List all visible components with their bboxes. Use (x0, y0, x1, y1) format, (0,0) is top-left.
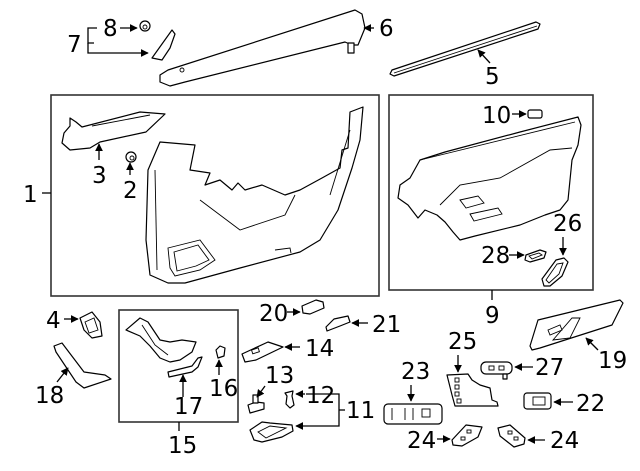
callout-18: 18 (35, 383, 64, 409)
window-switch-part-23[interactable] (383, 403, 443, 425)
callout-11: 11 (346, 398, 375, 424)
callout-24-right: 24 (550, 428, 579, 454)
bezel-part-28[interactable] (524, 249, 547, 263)
callout-5: 5 (485, 64, 500, 90)
cap-part-13[interactable] (247, 394, 265, 414)
callout-7: 7 (67, 32, 82, 58)
garnish-part-18[interactable] (53, 342, 112, 389)
armrest-trim-part-19[interactable] (529, 299, 624, 351)
switch-part-27[interactable] (480, 361, 513, 380)
callout-22: 22 (576, 391, 605, 417)
callout-20: 20 (259, 301, 288, 327)
callout-13: 13 (265, 363, 294, 389)
callout-27: 27 (535, 355, 564, 381)
strip-part-17[interactable] (167, 356, 203, 378)
bracket-part-3[interactable] (61, 111, 166, 151)
trim-part-7[interactable] (151, 29, 176, 61)
callout-labels: 7 8 6 5 1 3 2 10 26 28 9 4 18 17 16 15 2… (23, 16, 627, 459)
callout-17: 17 (174, 394, 203, 420)
callout-9: 9 (485, 303, 500, 329)
callout-10: 10 (482, 103, 511, 129)
clip-part-16[interactable] (215, 345, 226, 359)
clip-part-10[interactable] (527, 109, 543, 119)
bezel-part-14[interactable] (241, 341, 284, 363)
callout-16: 16 (209, 376, 238, 402)
callout-1: 1 (23, 182, 38, 208)
callout-3: 3 (92, 163, 107, 189)
bracket-part-15[interactable] (125, 317, 197, 363)
cover-part-4[interactable] (79, 311, 103, 339)
rear-door-trim-panel[interactable] (397, 116, 582, 241)
switch-part-22[interactable] (523, 392, 552, 410)
weatherstrip-part-5[interactable] (389, 21, 541, 77)
callout-24-left: 24 (407, 428, 436, 454)
callout-8: 8 (103, 16, 118, 42)
callout-15: 15 (168, 433, 197, 459)
callout-23: 23 (401, 359, 430, 385)
seat-switch-part-25[interactable] (446, 373, 499, 407)
clip-part-8[interactable] (139, 20, 151, 32)
callout-21: 21 (372, 312, 401, 338)
callout-4: 4 (46, 308, 61, 334)
callout-28: 28 (481, 243, 510, 269)
push-pin-part-12[interactable] (284, 390, 295, 409)
leader-lines (42, 24, 599, 444)
switch-bezel-part-24-right[interactable] (497, 424, 526, 448)
clip-part-2[interactable] (125, 151, 137, 163)
upper-trim-part-6[interactable] (159, 9, 366, 87)
callout-26: 26 (553, 211, 582, 237)
callout-6: 6 (379, 16, 394, 42)
callout-25: 25 (448, 329, 477, 355)
handle-bezel-part-26[interactable] (541, 257, 569, 287)
lamp-lens-part-20[interactable] (301, 299, 325, 315)
callout-19: 19 (598, 348, 627, 374)
callout-2: 2 (123, 178, 138, 204)
handle-part-11[interactable] (249, 421, 294, 443)
front-door-trim-panel[interactable] (145, 106, 364, 284)
callout-14: 14 (305, 336, 334, 362)
lamp-part-21[interactable] (325, 315, 351, 332)
switch-bezel-part-24-left[interactable] (451, 424, 483, 447)
callout-12: 12 (306, 383, 335, 409)
